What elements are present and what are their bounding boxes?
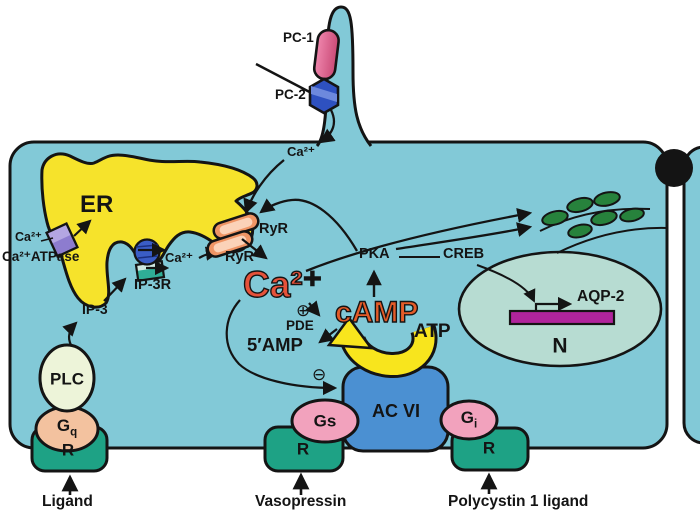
- neighbor-cell: [682, 145, 700, 445]
- 5amp-label: 5′AMP: [247, 334, 303, 355]
- arrow-pump-into-er: [73, 219, 92, 237]
- ip3-label: IP-3: [82, 301, 108, 317]
- plc-label: PLC: [50, 369, 84, 389]
- arrow-ca-inhibits-ac: [225, 299, 338, 396]
- polycystin-1: [312, 28, 340, 81]
- arrow-ca-to-vesicles: [305, 207, 533, 273]
- arrow-pc2-ca-influx: [319, 109, 336, 144]
- arrow-ciliary-ca-to-ryr: [243, 159, 285, 215]
- gq-label: Gq: [57, 417, 77, 439]
- arrow-plc-ip3: [62, 321, 78, 346]
- ip3r-label: IP-3R: [134, 277, 172, 293]
- aqp2-vesicles: [541, 191, 645, 239]
- camp-label: cAMP: [334, 296, 419, 329]
- ca-atpase-label: Ca²⁺ATPase: [2, 249, 80, 264]
- pump-label-line: [40, 237, 54, 242]
- pc1-label: PC-1: [283, 30, 314, 45]
- arrow-ryr-ca-release: [241, 238, 268, 260]
- creb-label: CREB: [443, 246, 485, 262]
- nucleus-label: N: [552, 334, 568, 358]
- pc2-label: PC-2: [275, 87, 306, 102]
- aqp2-label: AQP-2: [577, 288, 625, 305]
- aqp2-gene-bar: [508, 309, 616, 326]
- ryr-channel-bottom: [206, 230, 254, 258]
- gs-label: Gs: [313, 411, 337, 431]
- ciliary-calcium-label: Ca²⁺: [287, 144, 315, 159]
- cytosolic-calcium-label: Ca²⁺: [242, 264, 323, 305]
- gq-sub: q: [70, 426, 78, 439]
- ryr-bottom-label: RyR: [225, 249, 255, 265]
- receptor-left-label: R: [61, 440, 75, 460]
- ryr-top-label: RyR: [259, 221, 289, 237]
- pka-label: PKA: [359, 246, 390, 262]
- ip3r-sphere: [133, 238, 161, 266]
- ca-release-label: Ca²⁺: [165, 250, 193, 265]
- gq-base: G: [56, 416, 71, 436]
- arrow-creb-to-gene: [476, 264, 536, 303]
- tight-junction: [655, 149, 693, 187]
- gi-protein: [439, 399, 499, 441]
- inhibition-symbol: ⊖: [312, 365, 327, 384]
- arrow-pka-to-ryr: [259, 198, 358, 252]
- polycystin-ligand-label: Polycystin 1 ligand: [448, 493, 589, 510]
- arrow-transcription: [534, 296, 573, 312]
- receptor-right-label: R: [482, 438, 496, 458]
- gi-label: Gi: [461, 409, 477, 431]
- arrow-camp-to-5amp: [318, 328, 338, 344]
- gs-protein: [290, 398, 360, 444]
- plc-enzyme: [38, 343, 96, 413]
- er-label: ER: [80, 191, 114, 218]
- atp-camp-arrow-body: [343, 325, 435, 375]
- arrow-pka-to-vesicles: [395, 222, 533, 251]
- pde-label: PDE: [286, 318, 314, 333]
- pump-ion-label: Ca²⁺: [15, 230, 42, 244]
- arrow-ip3-ip3r: [103, 277, 127, 302]
- atp-label: ATP: [414, 321, 451, 342]
- ac6-label: AC VI: [371, 401, 421, 421]
- gi-sub: i: [474, 418, 478, 431]
- vasopressin-label: Vasopressin: [255, 493, 347, 510]
- ligand-label: Ligand: [42, 493, 93, 510]
- arrow-ca-stimulates-pde: [305, 300, 321, 317]
- gi-base: G: [460, 408, 475, 428]
- polycystin-2-facet: [311, 86, 337, 102]
- atp-camp-arrowhead: [326, 315, 374, 350]
- vesicle-track-bottom: [556, 226, 668, 254]
- stimulation-symbol: ⊕: [296, 301, 311, 320]
- receptor-mid-label: R: [296, 439, 310, 459]
